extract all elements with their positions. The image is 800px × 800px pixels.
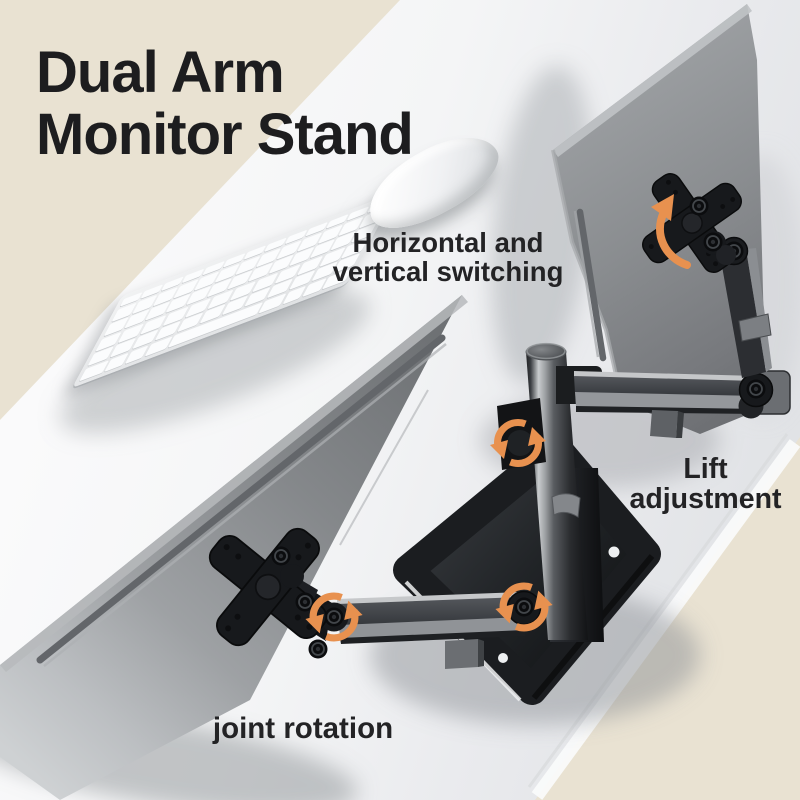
arm-lower-face bbox=[339, 617, 525, 639]
arm-upper-segment-face bbox=[746, 248, 772, 372]
screw-icon bbox=[745, 378, 767, 400]
arm-right-lower bbox=[574, 370, 791, 438]
product-title-line: Monitor Stand bbox=[36, 102, 414, 168]
base-plate-hole bbox=[498, 653, 508, 663]
arm-upper-segment bbox=[720, 249, 766, 378]
arm-slider-side bbox=[676, 411, 684, 438]
right-monitor-groove bbox=[576, 208, 607, 362]
right-monitor-bezel-edge bbox=[553, 4, 752, 157]
arm-upper-face bbox=[574, 376, 758, 397]
vesa-hinge bbox=[280, 564, 304, 588]
arm-upper-face bbox=[337, 597, 524, 626]
arm-upper-slider bbox=[738, 313, 772, 342]
annotation-lift-line: adjustment bbox=[629, 483, 782, 516]
pole-cap-rim bbox=[526, 342, 566, 360]
product-title-line: Dual Arm bbox=[36, 40, 285, 105]
left-monitor-groove-highlight bbox=[43, 343, 447, 667]
base-plate-hole bbox=[608, 546, 620, 558]
swivel-arrow-icon bbox=[651, 194, 691, 269]
arm-top-highlight bbox=[574, 371, 757, 382]
arm-slider-side bbox=[478, 639, 484, 667]
arm-slider-block bbox=[445, 639, 478, 669]
left-monitor-groove bbox=[36, 334, 446, 664]
annotation-joint: joint rotation bbox=[198, 712, 408, 746]
vesa-hinge bbox=[716, 245, 736, 265]
screw-icon bbox=[702, 231, 724, 253]
arm-top-highlight bbox=[337, 592, 522, 605]
pole-cap bbox=[525, 343, 567, 361]
screw-icon bbox=[307, 638, 329, 660]
arm-lower-face bbox=[575, 392, 759, 410]
vesa-mount-left bbox=[200, 519, 336, 660]
monitor-stand bbox=[200, 165, 791, 705]
annotation-lift: Lift adjustment bbox=[618, 453, 793, 516]
annotation-lift-line: Lift bbox=[683, 453, 728, 485]
arm-bottom-edge bbox=[340, 630, 525, 644]
annotation-switching: Horizontal and vertical switching bbox=[323, 227, 573, 287]
lift-clamp-bolt bbox=[507, 430, 533, 456]
keyboard-shadow bbox=[60, 291, 370, 433]
left-monitor-bezel-edge bbox=[0, 295, 468, 672]
arm-right-upper bbox=[719, 236, 772, 378]
annotation-joint-line: joint rotation bbox=[212, 712, 394, 745]
arm-bottom-edge bbox=[576, 406, 759, 414]
arm-slider-block bbox=[650, 410, 678, 438]
screw-icon bbox=[688, 195, 710, 217]
product-title: Dual Arm Monitor Stand bbox=[36, 40, 414, 168]
annotation-switching-line: vertical switching bbox=[332, 255, 564, 287]
cable-clip bbox=[551, 493, 581, 518]
screw-icon bbox=[323, 606, 345, 628]
screw-icon bbox=[513, 596, 535, 618]
right-monitor-groove-highlight bbox=[573, 210, 600, 358]
annotation-switching-line: Horizontal and bbox=[352, 227, 544, 258]
left-monitor-panel-seam bbox=[339, 389, 429, 546]
screw-icon bbox=[270, 545, 292, 567]
vesa-mount-right bbox=[634, 165, 750, 281]
